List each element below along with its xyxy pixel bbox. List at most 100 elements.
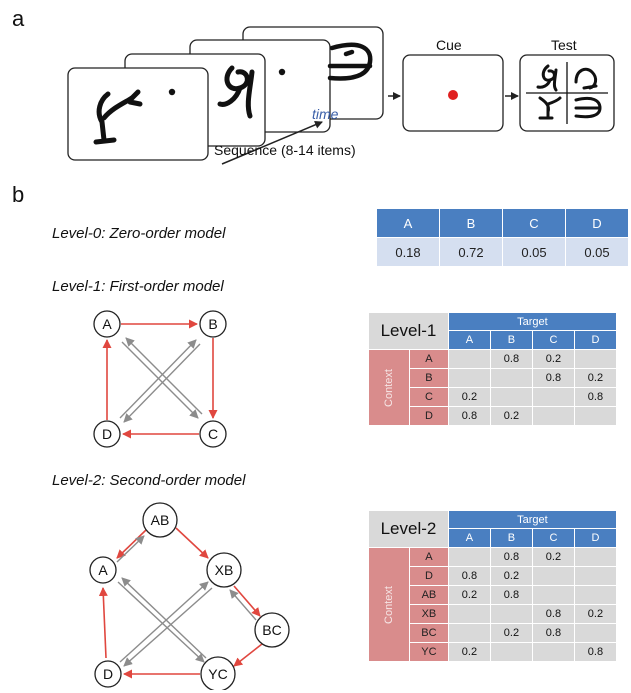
panel-a-figure: [67, 26, 615, 165]
level1-cell: [448, 350, 490, 368]
node-a-circle: [93, 310, 121, 338]
level1-cell: [490, 369, 532, 387]
level1-table: Level-1 Target A B C D Context A 0.8 0.2…: [368, 312, 617, 426]
node-d-circle: [93, 420, 121, 448]
level1-cell: [448, 369, 490, 387]
level1-cell: 0.2: [574, 369, 616, 387]
level1-cell: 0.2: [448, 388, 490, 406]
level2-context-label: Context: [369, 548, 409, 661]
level2-cell: [448, 624, 490, 642]
level1-row-label: C: [409, 388, 448, 406]
level2-graph: [89, 502, 290, 690]
level2-cell: [574, 624, 616, 642]
level1-context-label: Context: [369, 350, 409, 425]
level1-cell: 0.8: [490, 350, 532, 368]
level2-cell: 0.8: [532, 624, 574, 642]
graph-diagrams: [89, 310, 290, 690]
level2-cell: 0.2: [490, 567, 532, 585]
level1-col-header: C: [532, 331, 574, 349]
level1-row-label: B: [409, 369, 448, 387]
level0-header: B: [440, 209, 502, 237]
node-yc-label: YC: [208, 666, 228, 682]
level2-col-header: B: [490, 529, 532, 547]
level1-title: Level-1: First-order model: [52, 278, 224, 295]
level2-cell: 0.2: [532, 548, 574, 566]
node-c-circle: [199, 420, 227, 448]
level2-cell: 0.2: [574, 605, 616, 623]
level2-cell: [532, 586, 574, 604]
node-b-label: B: [208, 316, 218, 332]
level2-row-label: XB: [409, 605, 448, 623]
level2-target-label: Target: [448, 511, 616, 528]
level1-cell: [532, 388, 574, 406]
level2-corner: Level-2: [369, 511, 448, 547]
level1-corner: Level-1: [369, 313, 448, 349]
level2-cell: 0.8: [448, 567, 490, 585]
cue-dot-icon: [448, 90, 458, 100]
level0-value: 0.05: [566, 238, 628, 266]
glyph-3-icon: [327, 42, 373, 81]
level1-col-header: D: [574, 331, 616, 349]
node-d2-circle: [94, 660, 122, 688]
level0-value: 0.72: [440, 238, 502, 266]
node-bc-label: BC: [262, 622, 282, 638]
level2-cell: [448, 605, 490, 623]
level1-cell: 0.8: [532, 369, 574, 387]
level2-cell: [490, 605, 532, 623]
node-a-label: A: [102, 316, 112, 332]
node-ab-label: AB: [150, 512, 170, 528]
level0-value: 0.05: [503, 238, 565, 266]
level2-title: Level-2: Second-order model: [52, 472, 246, 489]
node-c-label: C: [207, 426, 219, 442]
level1-target-label: Target: [448, 313, 616, 330]
node-b-circle: [199, 310, 227, 338]
panel-a-letter: a: [12, 6, 25, 31]
level2-row-label: AB: [409, 586, 448, 604]
level0-title: Level-0: Zero-order model: [52, 225, 226, 242]
level0-header: D: [566, 209, 628, 237]
level0-table: A B C D 0.18 0.72 0.05 0.05: [376, 208, 629, 267]
panel-b-letter: b: [12, 182, 25, 207]
node-d2-label: D: [102, 666, 114, 682]
level2-cell: [448, 548, 490, 566]
level1-cell: [532, 407, 574, 425]
cue-label: Cue: [436, 37, 462, 53]
level2-cell: 0.2: [448, 586, 490, 604]
level2-cell: 0.2: [448, 643, 490, 661]
level2-cell: [532, 643, 574, 661]
node-yc-circle: [200, 656, 236, 690]
node-ab-circle: [142, 502, 178, 538]
level2-row-label: D: [409, 567, 448, 585]
level2-cell: [574, 548, 616, 566]
test-glyphs-icon: [536, 64, 602, 120]
node-a2-label: A: [98, 562, 108, 578]
level1-graph: [93, 310, 227, 448]
level2-col-header: A: [448, 529, 490, 547]
level2-row-label: A: [409, 548, 448, 566]
level1-cell: 0.8: [448, 407, 490, 425]
test-label: Test: [551, 37, 577, 53]
level2-cell: [574, 586, 616, 604]
level2-cell: [532, 567, 574, 585]
fixation-dot-2-icon: [278, 68, 286, 76]
level0-value: 0.18: [377, 238, 439, 266]
level1-row-label: A: [409, 350, 448, 368]
level2-row-label: YC: [409, 643, 448, 661]
level2-cell: 0.8: [490, 548, 532, 566]
glyph-1-icon: [93, 89, 143, 145]
node-xb-circle: [206, 552, 242, 588]
level1-row-label: D: [409, 407, 448, 425]
node-xb-label: XB: [214, 562, 234, 578]
level2-cell: [574, 567, 616, 585]
level2-cell: 0.8: [532, 605, 574, 623]
node-bc-circle: [254, 612, 290, 648]
level0-header: C: [503, 209, 565, 237]
level1-col-header: B: [490, 331, 532, 349]
level1-cell: 0.2: [490, 407, 532, 425]
node-a2-circle: [89, 556, 117, 584]
level2-cell: [490, 643, 532, 661]
level2-table: Level-2 Target A B C D Context A 0.8 0.2…: [368, 510, 617, 662]
glyph-2-icon: [217, 65, 255, 119]
level1-cell: 0.8: [574, 388, 616, 406]
sequence-label: Sequence (8-14 items): [214, 142, 356, 158]
